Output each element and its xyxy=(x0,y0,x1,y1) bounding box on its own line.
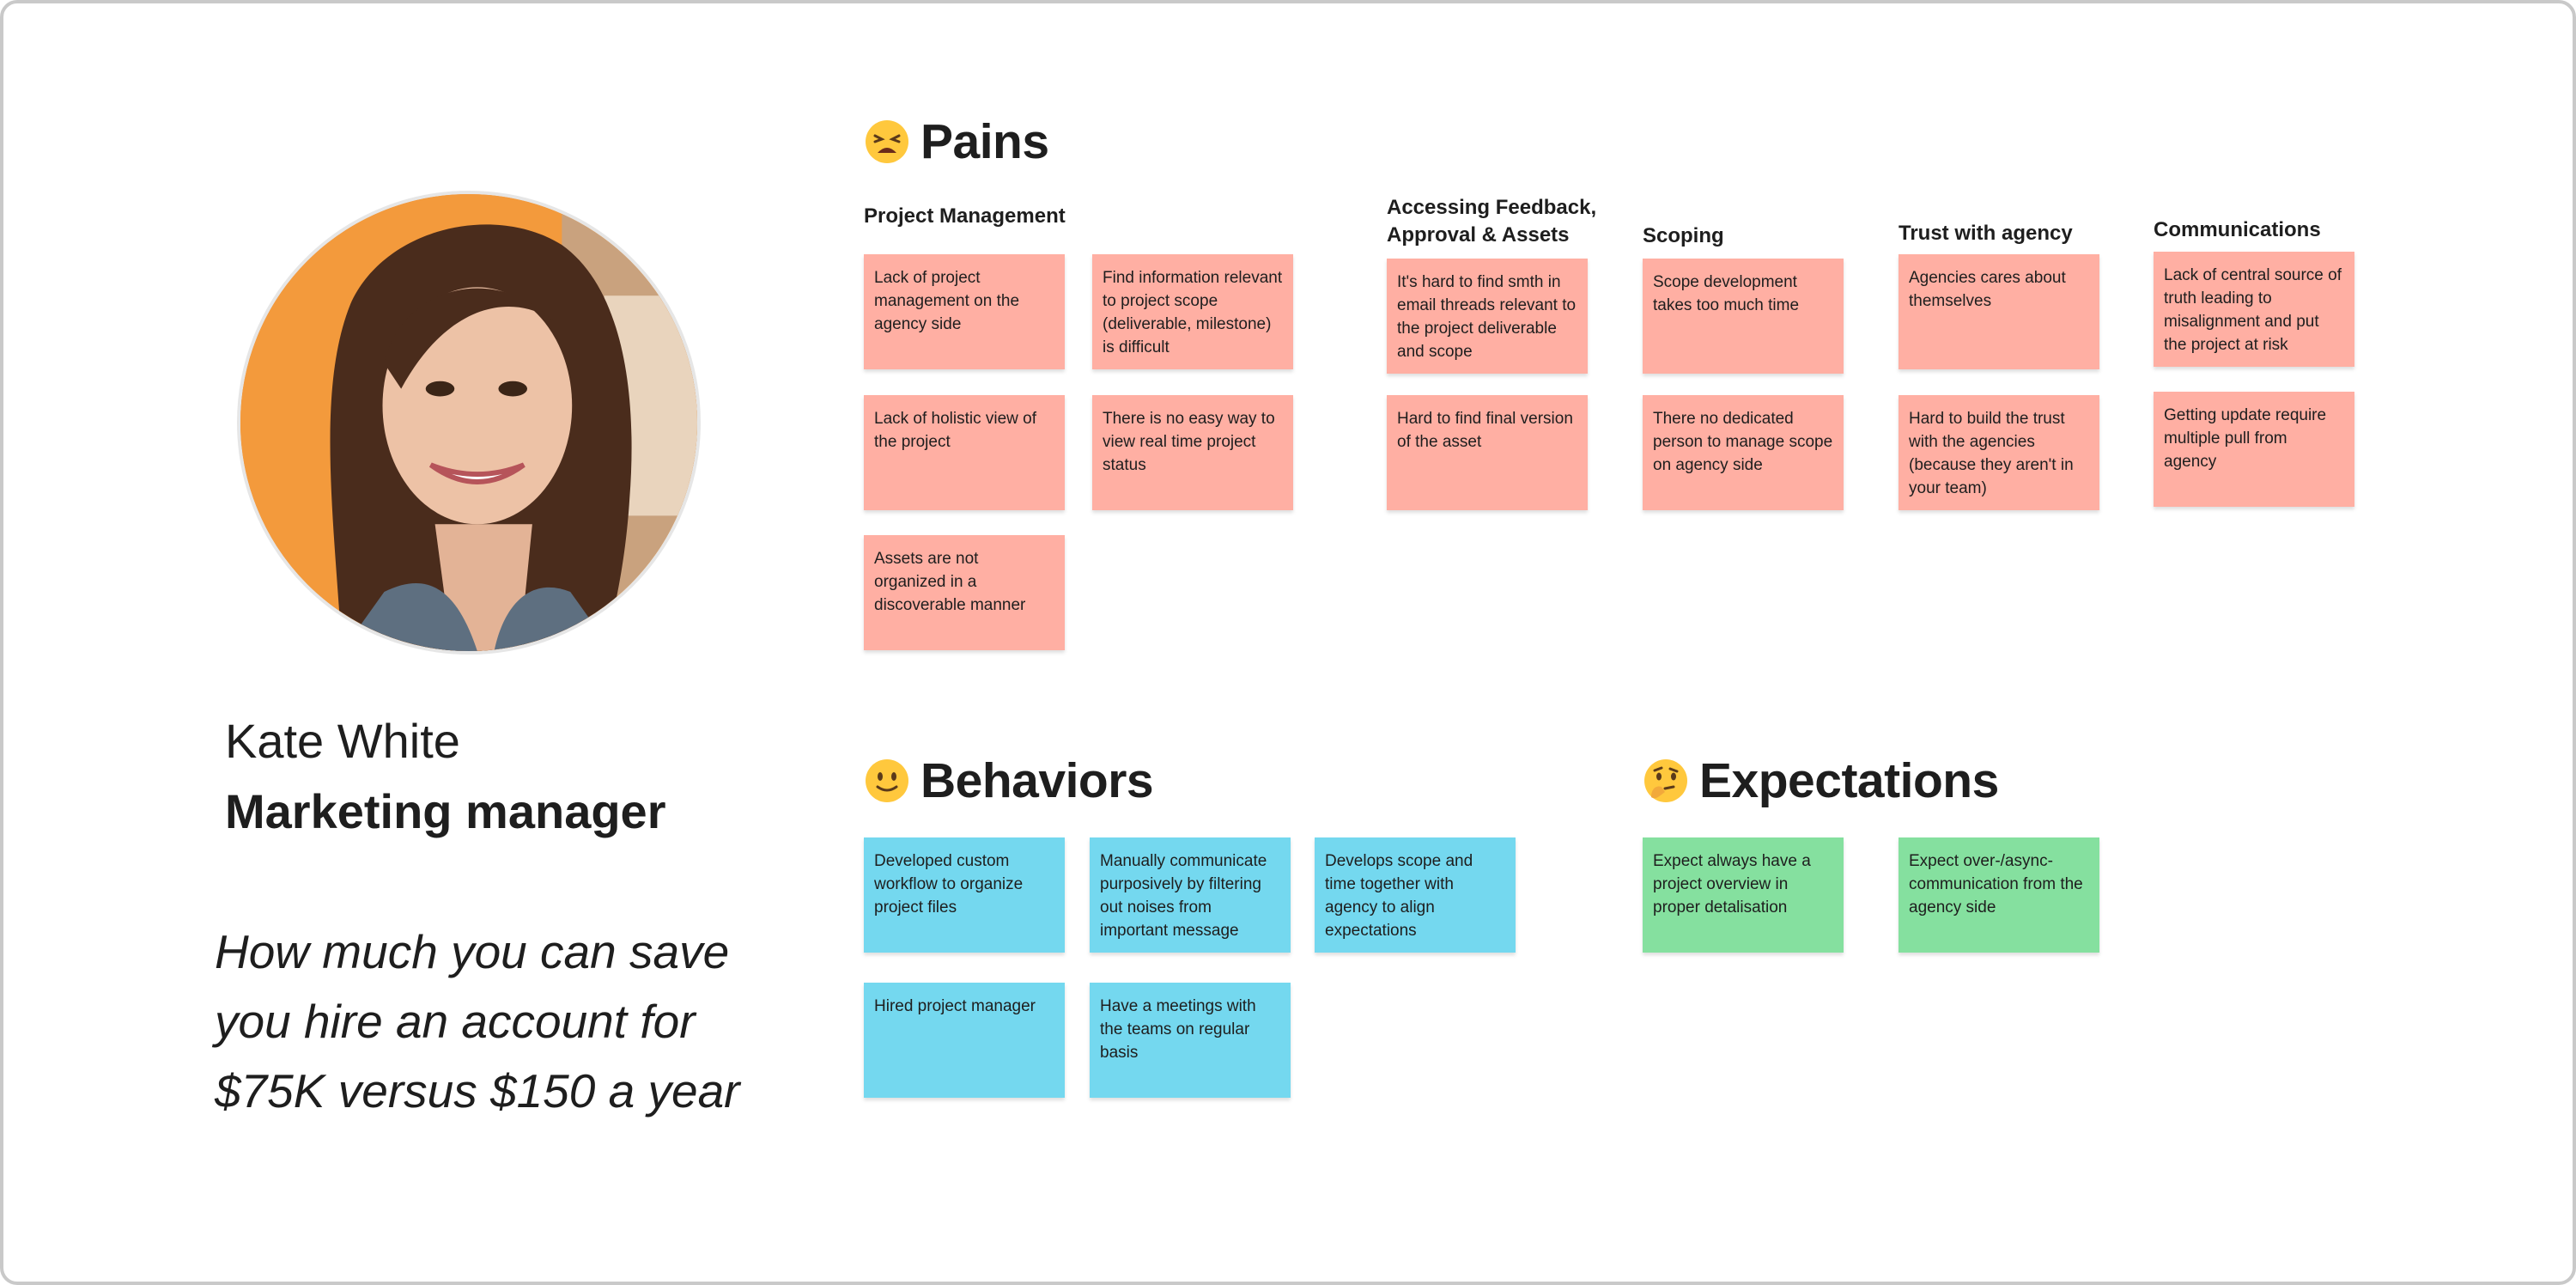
pains-column-heading-communications: Communications xyxy=(2154,218,2321,241)
pains-column-heading-project-management: Project Management xyxy=(864,204,1066,228)
pain-note[interactable]: Hard to build the trust with the agencie… xyxy=(1899,395,2099,510)
pain-note[interactable]: Getting update require multiple pull fro… xyxy=(2154,392,2354,507)
expectation-note[interactable]: Expect over-/async-communication from th… xyxy=(1899,837,2099,953)
behaviors-heading: Behaviors xyxy=(864,752,1154,809)
pain-note[interactable]: There is no easy way to view real time p… xyxy=(1092,395,1293,510)
behavior-note[interactable]: Hired project manager xyxy=(864,983,1065,1098)
pains-column-heading-accessing-feedback: Accessing Feedback, Approval & Assets xyxy=(1387,196,1597,247)
expectations-heading: Expectations xyxy=(1643,752,1999,809)
pains-column-heading-trust: Trust with agency xyxy=(1899,222,2073,245)
pain-note[interactable]: It's hard to find smth in email threads … xyxy=(1387,259,1588,374)
pain-note[interactable]: Hard to find final version of the asset xyxy=(1387,395,1588,510)
pains-heading: Pains xyxy=(864,113,1049,170)
pain-note[interactable]: Assets are not organized in a discoverab… xyxy=(864,535,1065,650)
behaviors-title: Behaviors xyxy=(920,753,1154,808)
behavior-note[interactable]: Have a meetings with the teams on regula… xyxy=(1090,983,1291,1098)
pain-note[interactable]: Lack of project management on the agency… xyxy=(864,254,1065,369)
pains-title: Pains xyxy=(920,114,1049,169)
persona-role: Marketing manager xyxy=(225,784,666,838)
behavior-note[interactable]: Developed custom workflow to organize pr… xyxy=(864,837,1065,953)
pains-column-heading-scoping: Scoping xyxy=(1643,224,1724,247)
behavior-note[interactable]: Manually communicate purposively by filt… xyxy=(1090,837,1291,953)
tired-face-emoji xyxy=(866,120,908,163)
avatar xyxy=(237,191,701,655)
pain-note[interactable]: Lack of central source of truth leading … xyxy=(2154,252,2354,367)
expectation-note[interactable]: Expect always have a project overview in… xyxy=(1643,837,1844,953)
thinking-face-emoji xyxy=(1644,759,1687,802)
persona-name: Kate White xyxy=(225,714,460,768)
slightly-smiling-face-emoji xyxy=(866,759,908,802)
pain-note[interactable]: Find information relevant to project sco… xyxy=(1092,254,1293,369)
pain-note[interactable]: Agencies cares about themselves xyxy=(1899,254,2099,369)
behavior-note[interactable]: Develops scope and time together with ag… xyxy=(1315,837,1516,953)
pain-note[interactable]: Scope development takes too much time xyxy=(1643,259,1844,374)
avatar-photo xyxy=(240,194,697,651)
expectations-title: Expectations xyxy=(1699,753,1999,808)
pain-note[interactable]: There no dedicated person to manage scop… xyxy=(1643,395,1844,510)
persona-quote: How much you can save you hire an accoun… xyxy=(215,925,740,1118)
pain-note[interactable]: Lack of holistic view of the project xyxy=(864,395,1065,510)
